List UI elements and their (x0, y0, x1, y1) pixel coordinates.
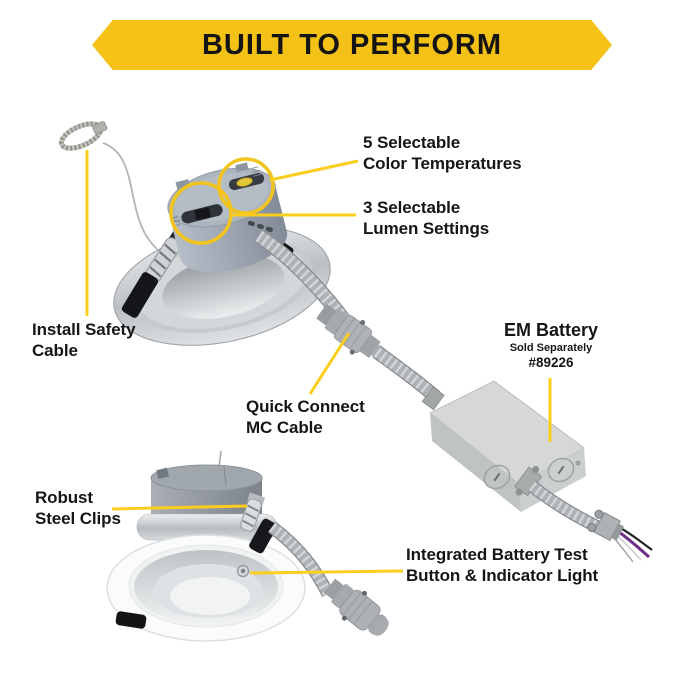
banner: BUILT TO PERFORM (92, 20, 612, 70)
callout-line: Integrated Battery Test (406, 545, 588, 564)
highlight-circle-color-temp (217, 157, 275, 215)
callout-line: Quick Connect (246, 397, 365, 416)
recessed-downlight-top (113, 162, 331, 346)
em-battery-subtitle: Sold Separately (509, 342, 593, 354)
lumen-switch (173, 204, 223, 227)
recessed-downlight-front (106, 450, 389, 642)
callout-color-temperatures: 5 Selectable Color Temperatures (363, 132, 522, 174)
callout-line: 5 Selectable (363, 133, 461, 152)
mc-cable-bottom (268, 521, 334, 597)
knockout-right (547, 457, 575, 483)
callout-em-battery: EM Battery Sold Separately #89226 (491, 320, 611, 370)
callout-line: Install Safety (32, 320, 136, 339)
box-side-face (430, 413, 521, 512)
highlight-circle-lumen (169, 181, 233, 245)
battery-test-button (236, 564, 250, 578)
leader-line-battery-test (249, 569, 404, 575)
wire-clamp (587, 509, 625, 542)
callout-line: Color Temperatures (363, 154, 522, 173)
safety-cable-loop (58, 121, 108, 151)
trim-tab (115, 611, 147, 629)
callout-line: Button & Indicator Light (406, 566, 599, 585)
safety-cable-wire (102, 142, 165, 256)
mc-cable-mid (372, 346, 441, 403)
callout-line: MC Cable (246, 418, 323, 437)
callout-lumen-settings: 3 Selectable Lumen Settings (363, 197, 489, 239)
callout-line: 3 Selectable (363, 198, 461, 217)
callout-line: Cable (32, 341, 78, 360)
callout-steel-clips: Robust Steel Clips (35, 487, 121, 529)
callout-safety-cable: Install Safety Cable (32, 319, 136, 361)
leader-line-steel-clips (111, 504, 248, 511)
mc-cable-lower (527, 480, 605, 535)
callout-line: Steel Clips (35, 509, 121, 528)
knockout-left (483, 464, 511, 490)
callout-battery-test: Integrated Battery Test Button & Indicat… (406, 544, 598, 586)
lens (170, 577, 250, 615)
color-temp-switch (228, 166, 265, 191)
steel-clip (240, 492, 266, 532)
em-battery-title: EM Battery (503, 320, 599, 340)
vent-slots (247, 220, 273, 233)
front-black-clip (249, 518, 277, 554)
leader-line-color-temp (269, 159, 359, 182)
banner-title: BUILT TO PERFORM (201, 28, 503, 61)
callout-line: Robust (35, 488, 93, 507)
callout-quick-connect: Quick Connect MC Cable (246, 396, 365, 438)
quick-connect-plug (323, 578, 389, 636)
conduit-clamp-in (421, 386, 445, 411)
em-battery-part-number: #89226 (528, 355, 574, 370)
mounting-black-clip (121, 272, 159, 318)
box-screw (575, 460, 581, 466)
leader-line-quick-connect (308, 332, 351, 395)
conduit-clamp-out (514, 465, 543, 497)
em-battery-box (421, 380, 586, 512)
callout-line: Lumen Settings (363, 219, 490, 238)
